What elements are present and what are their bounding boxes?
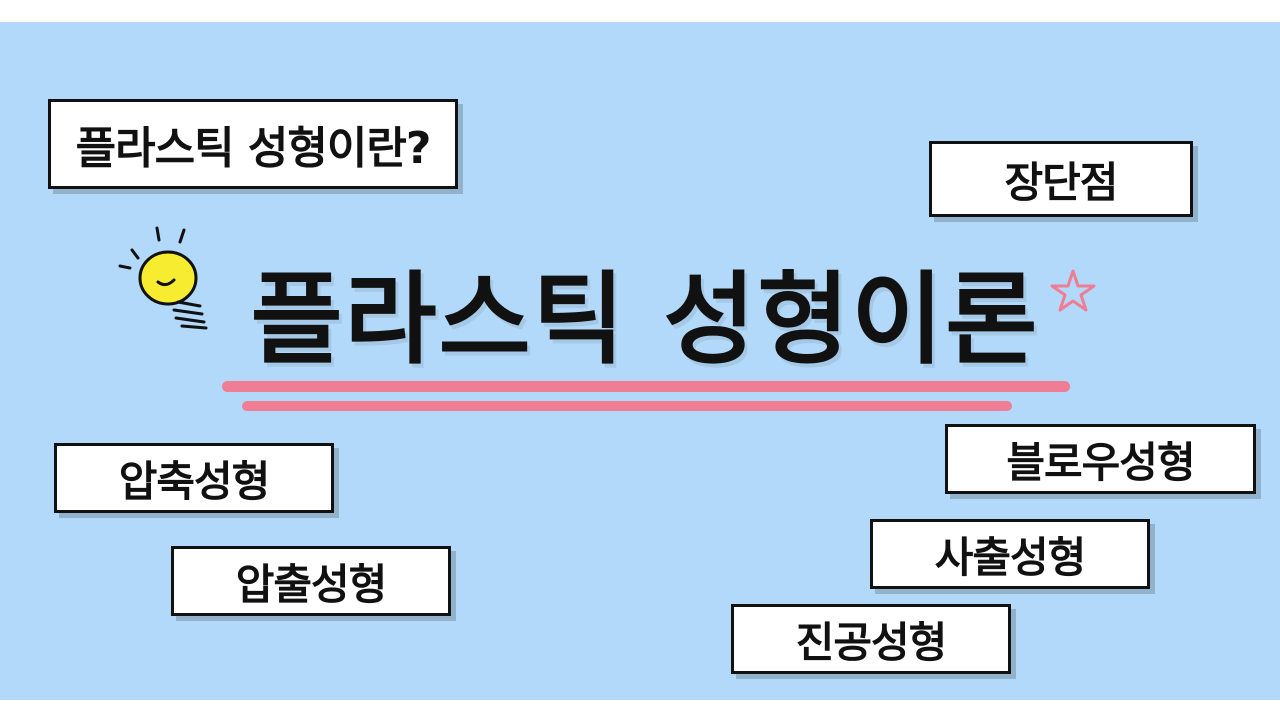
intro-label: 플라스틱 성형이란? xyxy=(48,99,458,189)
injection-molding-label: 사출성형 xyxy=(870,519,1150,589)
blow-molding-label: 블로우성형 xyxy=(945,424,1256,494)
extrusion-molding-label: 압출성형 xyxy=(171,546,451,616)
vacuum-forming-label: 진공성형 xyxy=(731,604,1011,674)
compression-molding-label: 압축성형 xyxy=(54,443,334,513)
lightbulb-icon xyxy=(118,226,208,330)
star-icon xyxy=(1050,269,1096,312)
pros-and-cons-label: 장단점 xyxy=(929,141,1193,217)
title-underline xyxy=(242,401,1012,411)
title-underline xyxy=(222,381,1070,392)
main-title: 플라스틱 성형이론 xyxy=(250,260,1040,378)
